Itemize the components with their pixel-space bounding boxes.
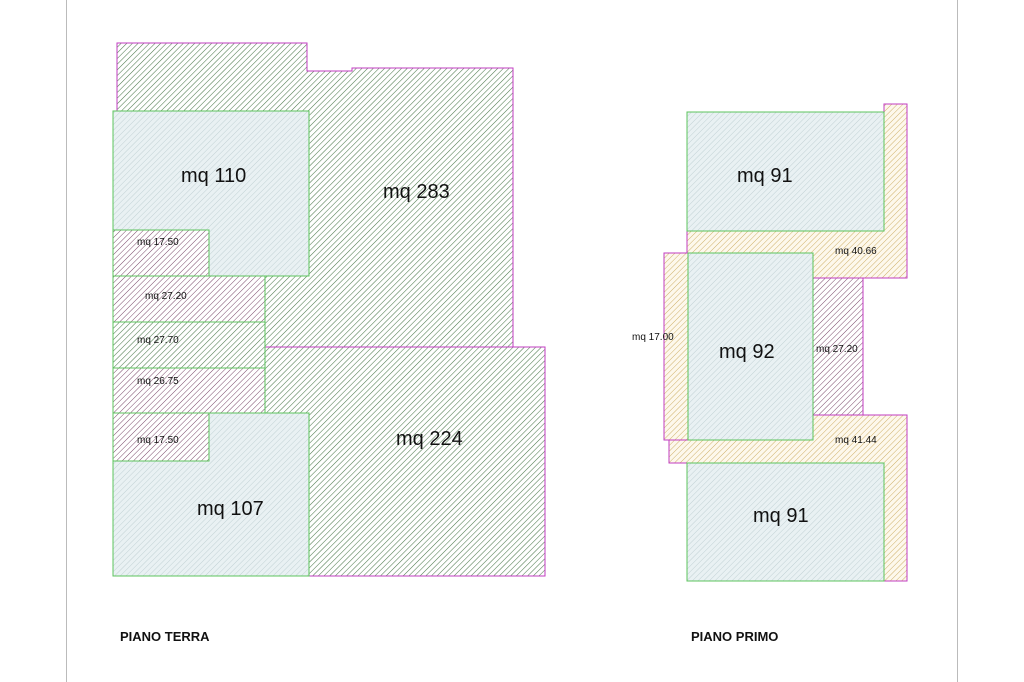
room-26-75: [112, 367, 266, 414]
room-17-50-top: [112, 229, 210, 277]
ground-floor: mq 110 mq 283 mq 17.50 mq 27.20 mq 27.70…: [112, 42, 546, 577]
label-mq-41-44: mq 41.44: [835, 435, 877, 446]
label-mq-91-bottom: mq 91: [753, 505, 809, 527]
label-mq-224: mq 224: [396, 428, 463, 450]
label-mq-27-20: mq 27.20: [145, 291, 187, 302]
title-piano-primo: PIANO PRIMO: [691, 629, 778, 644]
room-91-top: [686, 111, 885, 232]
label-mq-17-00: mq 17.00: [632, 332, 674, 343]
label-mq-110: mq 110: [181, 165, 246, 187]
room-17-50-bottom: [112, 412, 210, 462]
label-mq-107: mq 107: [197, 498, 264, 520]
label-mq-17-50-top: mq 17.50: [137, 237, 179, 248]
label-mq-26-75: mq 26.75: [137, 376, 179, 387]
label-mq-27-20-first: mq 27.20: [816, 344, 858, 355]
room-92: [687, 252, 814, 441]
label-mq-283: mq 283: [383, 181, 450, 203]
label-mq-17-50-bottom: mq 17.50: [137, 435, 179, 446]
title-piano-terra: PIANO TERRA: [120, 629, 210, 644]
room-27-70: [112, 321, 266, 369]
label-mq-91-top: mq 91: [737, 165, 793, 187]
room-91-bottom: [686, 462, 885, 582]
room-17-00: [663, 252, 691, 441]
label-mq-40-66: mq 40.66: [835, 246, 877, 257]
label-mq-27-70: mq 27.70: [137, 335, 179, 346]
room-27-20: [112, 275, 266, 323]
first-floor: mq 91 mq 40.66 mq 17.00 mq 92 mq 27.20 m…: [632, 103, 908, 582]
label-mq-92: mq 92: [719, 341, 775, 363]
room-27-20-first: [812, 277, 864, 416]
